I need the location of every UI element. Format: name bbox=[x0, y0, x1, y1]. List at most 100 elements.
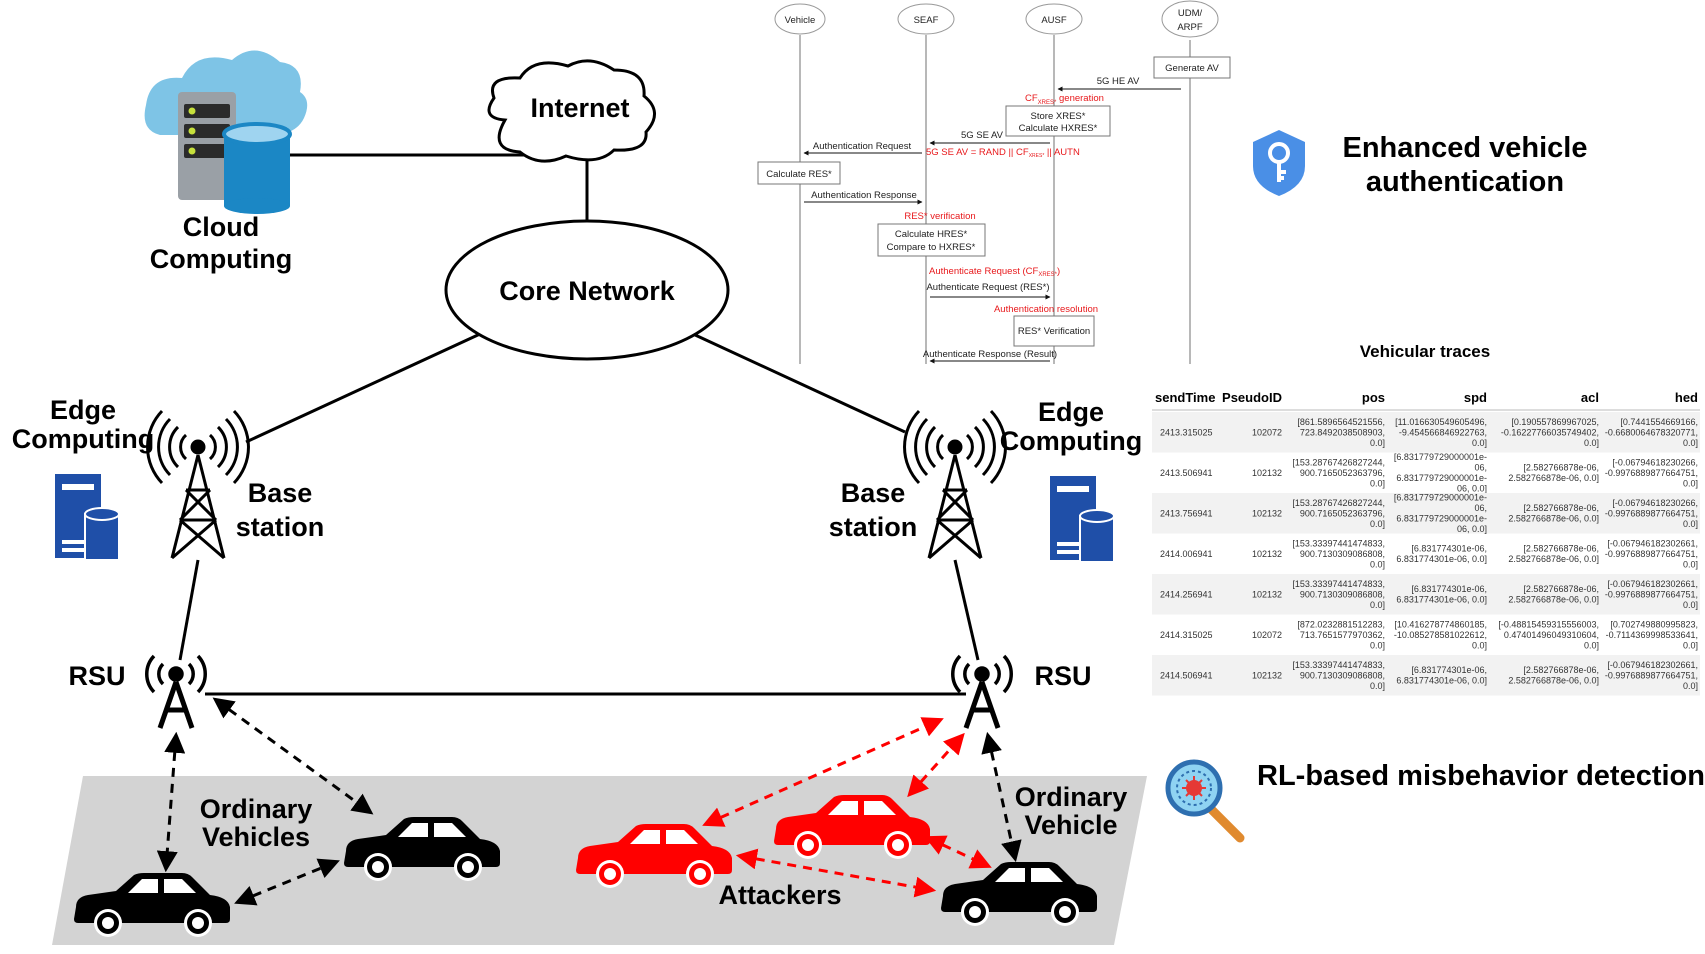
authn-request-cf: Authenticate Request (CFXRES*) bbox=[929, 266, 1060, 278]
table-cell: [2.582766878e-06, bbox=[1523, 463, 1599, 473]
res-verification: RES* verification bbox=[904, 211, 975, 222]
edge-left-server-icon bbox=[55, 474, 120, 561]
msg-authn-response: Authenticate Response (Result) bbox=[923, 349, 1057, 360]
ordinary-vehicles-label-1: Ordinary bbox=[200, 794, 313, 824]
lifelines bbox=[799, 35, 1191, 364]
table-cell: -0.6680064678320771, bbox=[1605, 427, 1698, 437]
edge-left-label-1: Edge bbox=[50, 395, 116, 425]
network-links bbox=[178, 153, 980, 696]
table-cell: [6.831779729000001e- bbox=[1394, 452, 1487, 462]
table-cell: [153.33397441474833, bbox=[1292, 538, 1385, 548]
auth-sequence-diagram: Vehicle SEAF AUSF UDM/ ARPF Generate AV … bbox=[757, 0, 1231, 364]
table-cell: [2.582766878e-06, bbox=[1523, 503, 1599, 513]
table-cell: -0.9976889877664751, bbox=[1605, 670, 1698, 680]
store-xres: Store XRES* bbox=[1031, 111, 1086, 122]
table-header-PseudoID: PseudoID bbox=[1222, 390, 1282, 405]
table-cell: 6.831774301e-06, 0.0] bbox=[1396, 595, 1487, 605]
table-cell: [-0.067946182302661, bbox=[1607, 538, 1698, 548]
table-cell: [6.831774301e-06, bbox=[1411, 584, 1487, 594]
table-cell: 2413.756941 bbox=[1160, 508, 1213, 518]
table-cell: [10.416278774860185, bbox=[1394, 619, 1487, 629]
rsu-right-label: RSU bbox=[1034, 661, 1091, 691]
table-cell: 900.7130309086808, bbox=[1300, 589, 1385, 599]
base-right-label-2: station bbox=[829, 512, 918, 542]
participant-seaf-label: SEAF bbox=[914, 15, 939, 26]
table-cell: 0.0] bbox=[1584, 438, 1599, 448]
table-row-bg bbox=[1152, 574, 1700, 615]
table-cell: 2414.506941 bbox=[1160, 670, 1213, 680]
table-cell: 2413.315025 bbox=[1160, 427, 1213, 437]
table-cell: 102132 bbox=[1252, 589, 1282, 599]
table-cell: 900.7165052363796, bbox=[1300, 468, 1385, 478]
table-cell: -0.9976889877664751, bbox=[1605, 468, 1698, 478]
table-cell: [2.582766878e-06, bbox=[1523, 544, 1599, 554]
participant-vehicle bbox=[774, 3, 826, 35]
attackers-label: Attackers bbox=[718, 880, 841, 910]
table-cell: 0.0] bbox=[1370, 559, 1385, 569]
table-cell: 102132 bbox=[1252, 549, 1282, 559]
enhanced-auth-label-1: Enhanced vehicle bbox=[1343, 132, 1588, 164]
table-cell: [6.831774301e-06, bbox=[1411, 544, 1487, 554]
table-cell: 2414.315025 bbox=[1160, 630, 1213, 640]
rsu-left-icon bbox=[145, 654, 207, 729]
table-cell: [6.831779729000001e- bbox=[1394, 493, 1487, 503]
participant-ausf bbox=[1025, 3, 1083, 35]
table-cell: 6.831779729000001e- bbox=[1396, 514, 1487, 524]
table-cell: 0.0] bbox=[1683, 519, 1698, 529]
table-cell: [-0.067946182302661, bbox=[1607, 660, 1698, 670]
base-right-label-1: Base bbox=[841, 478, 906, 508]
edge-right-label-1: Edge bbox=[1038, 397, 1104, 427]
table-cell: -0.9976889877664751, bbox=[1605, 589, 1698, 599]
table-cell: 6.831779729000001e- bbox=[1396, 473, 1487, 483]
legit-communication-arrows bbox=[156, 697, 1022, 906]
table-header-hed: hed bbox=[1675, 390, 1698, 405]
ordinary-vehicle-label-2: Vehicle bbox=[1024, 810, 1117, 840]
table-cell: 0.0] bbox=[1370, 438, 1385, 448]
msg-se-av: 5G SE AV bbox=[961, 130, 1004, 141]
table-cell: -9.454566846922763, bbox=[1399, 427, 1487, 437]
magnifier-virus-icon bbox=[1165, 759, 1245, 843]
table-cell: 102072 bbox=[1252, 427, 1282, 437]
table-cell: 0.0] bbox=[1584, 640, 1599, 650]
table-cell: [153.28767426827244, bbox=[1292, 457, 1385, 467]
table-title: Vehicular traces bbox=[1360, 342, 1490, 361]
table-cell: 2413.506941 bbox=[1160, 468, 1213, 478]
rsu-left-label: RSU bbox=[68, 661, 125, 691]
calc-res-box: Calculate RES* bbox=[766, 169, 832, 180]
table-cell: [0.7441554669166, bbox=[1620, 417, 1698, 427]
shield-key-icon bbox=[1253, 130, 1305, 196]
table-cell: 06, bbox=[1474, 463, 1487, 473]
calc-hxres: Calculate HXRES* bbox=[1019, 123, 1098, 134]
table-cell: 0.0] bbox=[1472, 640, 1487, 650]
cloud-label-2: Computing bbox=[150, 244, 292, 274]
table-cell: 2414.006941 bbox=[1160, 549, 1213, 559]
msg-auth-response: Authentication Response bbox=[811, 190, 917, 201]
table-cell: [-0.48815459315556003, bbox=[1498, 619, 1599, 629]
table-cell: 900.7130309086808, bbox=[1300, 549, 1385, 559]
internet-cloud bbox=[487, 59, 656, 163]
table-cell: 102132 bbox=[1252, 508, 1282, 518]
table-cell: 2.582766878e-06, 0.0] bbox=[1508, 676, 1599, 686]
table-cell: 0.0] bbox=[1370, 640, 1385, 650]
participant-ausf-label: AUSF bbox=[1041, 15, 1067, 26]
table-cell: [-0.06794618230266, bbox=[1612, 498, 1698, 508]
base-left-label-2: station bbox=[236, 512, 325, 542]
table-header-sendTime: sendTime bbox=[1155, 390, 1215, 405]
table-cell: -0.16227766035749402, bbox=[1501, 427, 1599, 437]
table-row-bg bbox=[1152, 412, 1700, 453]
rsu-right-icon bbox=[951, 654, 1013, 729]
table-cell: 723.8492038508903, bbox=[1300, 427, 1385, 437]
table-row-bg bbox=[1152, 493, 1700, 534]
table-cell: [11.016630549605496, bbox=[1395, 417, 1487, 427]
se-av-definition: 5G SE AV = RAND || CFXRES* || AUTN bbox=[926, 147, 1080, 159]
participant-udm-label-1: UDM/ bbox=[1178, 8, 1203, 19]
ordinary-vehicles-label-2: Vehicles bbox=[202, 822, 310, 852]
base-left-label-1: Base bbox=[248, 478, 313, 508]
table-cell: [0.702749880995823, bbox=[1610, 619, 1698, 629]
table-cell: 06, bbox=[1474, 503, 1487, 513]
generate-av-box: Generate AV bbox=[1165, 63, 1219, 74]
authn-resolution: Authentication resolution bbox=[994, 304, 1098, 315]
table-cell: 0.0] bbox=[1370, 681, 1385, 691]
